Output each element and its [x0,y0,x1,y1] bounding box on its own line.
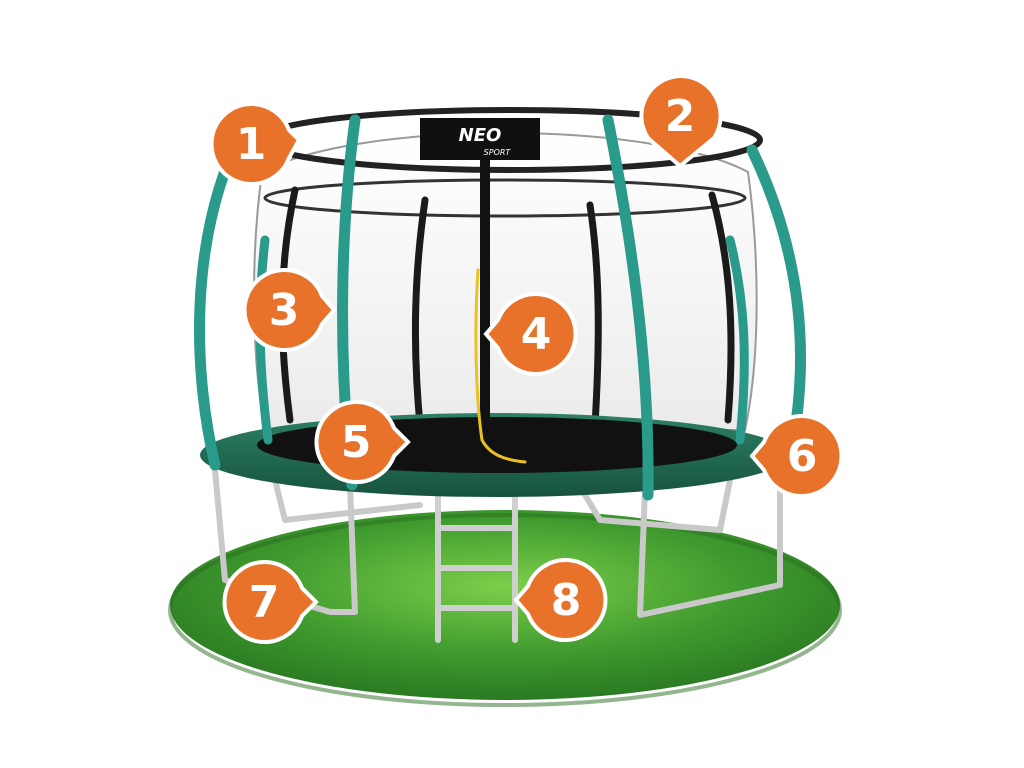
net-mid-band [263,178,747,218]
frame-legs [212,467,783,618]
marker-2: 2 [636,72,724,169]
marker-7: 7 [220,558,319,646]
marker-8: 8 [513,556,610,644]
marker-4-label: 4 [520,308,552,360]
logo-text-neo: NEO [459,125,502,146]
marker-8-label: 8 [550,574,582,626]
ladder [435,492,518,643]
inner-net-poles [278,186,735,429]
marker-3-label: 3 [268,284,300,336]
logo-text-sport: SPORT [484,148,512,157]
marker-6-label: 6 [786,430,818,482]
marker-5: 5 [312,398,411,486]
marker-1: 1 [207,100,302,188]
safety-net [253,132,758,431]
marker-1-label: 1 [235,118,267,170]
marker-5-label: 5 [340,416,372,468]
brand-logo-banner: NEO SPORT [420,118,540,160]
marker-3: 3 [240,266,337,354]
net-entrance-zipper [474,155,540,467]
grass-edge [168,513,842,707]
marker-7-label: 7 [248,576,280,628]
marker-4: 4 [483,290,580,378]
marker-6: 6 [749,412,846,500]
marker-2-label: 2 [664,90,696,142]
